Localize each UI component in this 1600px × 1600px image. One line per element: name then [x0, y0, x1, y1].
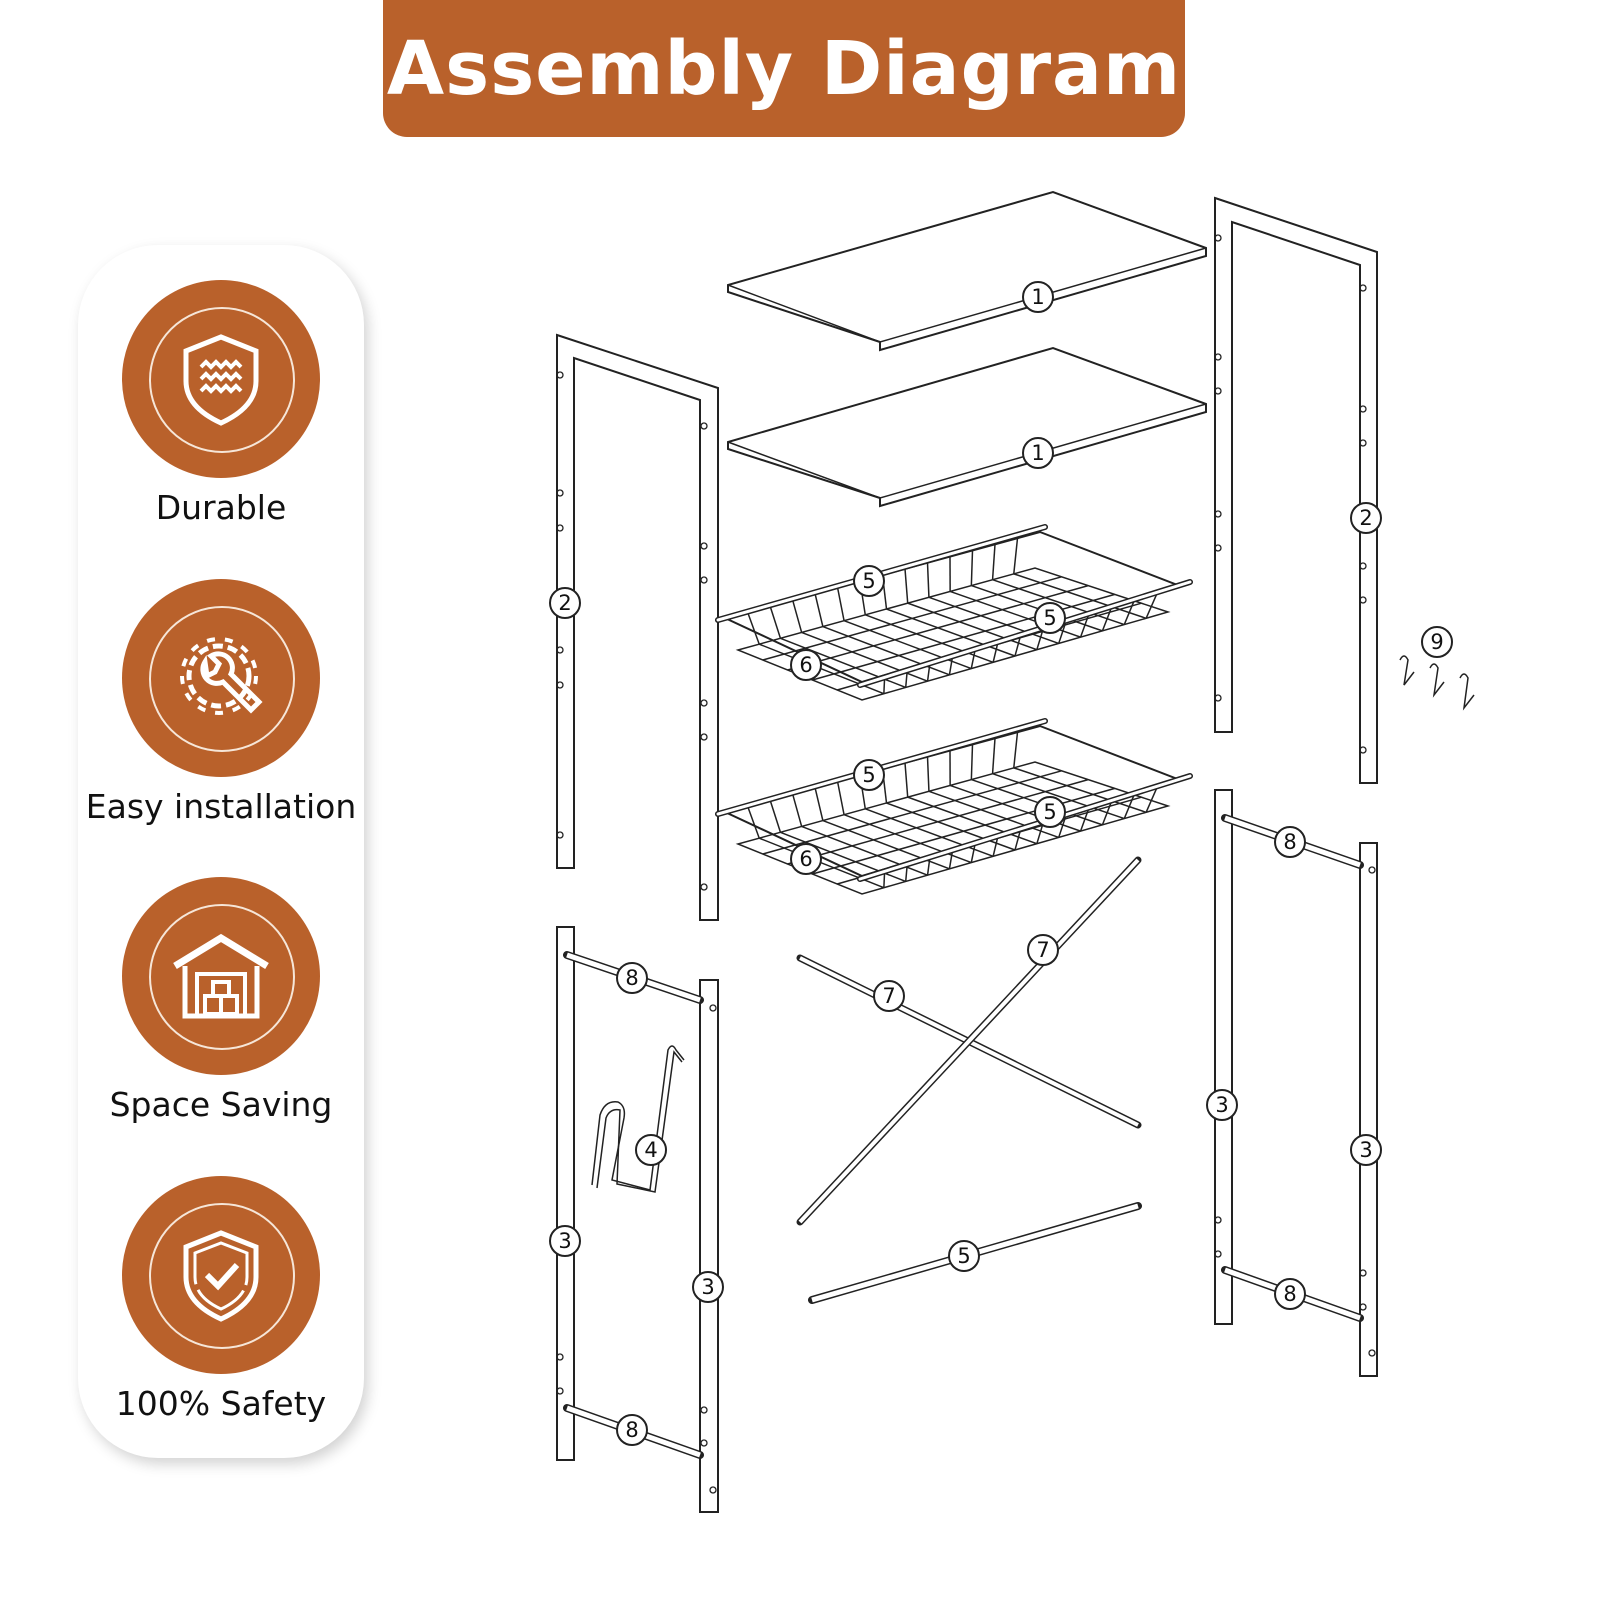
s-hooks	[1399, 655, 1475, 711]
callout-5: 5	[853, 759, 885, 791]
callout-5: 5	[1034, 602, 1066, 634]
gear-wrench-icon	[180, 637, 263, 715]
svg-text:7: 7	[882, 984, 895, 1008]
svg-text:4: 4	[644, 1138, 657, 1162]
callout-3: 3	[692, 1271, 724, 1303]
svg-text:7: 7	[1036, 938, 1049, 962]
feature-safety: 100% Safety	[78, 1176, 364, 1423]
callout-7: 7	[873, 980, 905, 1012]
svg-text:8: 8	[1283, 1282, 1296, 1306]
svg-text:3: 3	[701, 1275, 714, 1299]
svg-text:2: 2	[558, 591, 571, 615]
svg-text:5: 5	[862, 569, 875, 593]
callout-5: 5	[948, 1240, 980, 1272]
upper-frame-right	[1214, 196, 1378, 784]
feature-label: Space Saving	[109, 1085, 333, 1124]
callout-8: 8	[616, 1414, 648, 1446]
feature-easy-installation: Easy installation	[78, 579, 364, 826]
svg-text:3: 3	[558, 1229, 571, 1253]
callout-1: 1	[1022, 281, 1054, 313]
callout-3: 3	[1350, 1134, 1382, 1166]
svg-text:5: 5	[862, 763, 875, 787]
callout-4: 4	[635, 1134, 667, 1166]
cross-brace-b	[796, 856, 1142, 1226]
shield-check-icon	[183, 1230, 259, 1322]
svg-text:2: 2	[1359, 506, 1372, 530]
svg-text:5: 5	[1043, 606, 1056, 630]
page-title: Assembly Diagram	[386, 25, 1182, 112]
callout-8: 8	[1274, 826, 1306, 858]
part-callouts: 1 1 2 2 5 5 6 5 5 6 9 8 8 8 8 7 7 4 3 3 …	[549, 281, 1453, 1446]
callout-5: 5	[853, 565, 885, 597]
svg-text:1: 1	[1031, 441, 1044, 465]
feature-label: Easy installation	[85, 787, 357, 826]
svg-text:8: 8	[625, 1418, 638, 1442]
callout-6: 6	[790, 649, 822, 681]
svg-text:6: 6	[799, 653, 812, 677]
feature-durable: Durable	[78, 280, 364, 527]
callout-8: 8	[616, 962, 648, 994]
svg-text:3: 3	[1215, 1093, 1228, 1117]
upper-frame-left	[556, 333, 719, 921]
callout-6: 6	[790, 843, 822, 875]
callout-3: 3	[1206, 1089, 1238, 1121]
callout-1: 1	[1022, 437, 1054, 469]
shield-water-icon	[183, 334, 259, 426]
feature-label: 100% Safety	[115, 1384, 327, 1423]
svg-text:9: 9	[1430, 630, 1443, 654]
callout-8: 8	[1274, 1278, 1306, 1310]
svg-text:6: 6	[799, 847, 812, 871]
title-banner: Assembly Diagram	[383, 0, 1185, 137]
wire-basket-upper	[718, 527, 1190, 700]
garage-storage-icon	[173, 933, 269, 1019]
svg-text:3: 3	[1359, 1138, 1372, 1162]
shelf-board-middle	[727, 346, 1207, 508]
callout-2: 2	[549, 587, 581, 619]
features-panel: Durable Easy installation Space Saving	[78, 245, 364, 1458]
callout-3: 3	[549, 1225, 581, 1257]
svg-text:8: 8	[625, 966, 638, 990]
svg-text:8: 8	[1283, 830, 1296, 854]
callout-7: 7	[1027, 934, 1059, 966]
lower-frame-right	[1214, 789, 1378, 1377]
svg-text:5: 5	[1043, 800, 1056, 824]
svg-text:5: 5	[957, 1244, 970, 1268]
feature-label: Durable	[155, 488, 287, 527]
hook-bracket	[591, 1045, 685, 1193]
feature-space-saving: Space Saving	[78, 877, 364, 1124]
callout-2: 2	[1350, 502, 1382, 534]
shelf-board-top	[727, 190, 1207, 352]
svg-text:1: 1	[1031, 285, 1044, 309]
wire-basket-lower	[718, 721, 1190, 894]
callout-9: 9	[1421, 626, 1453, 658]
callout-5: 5	[1034, 796, 1066, 828]
